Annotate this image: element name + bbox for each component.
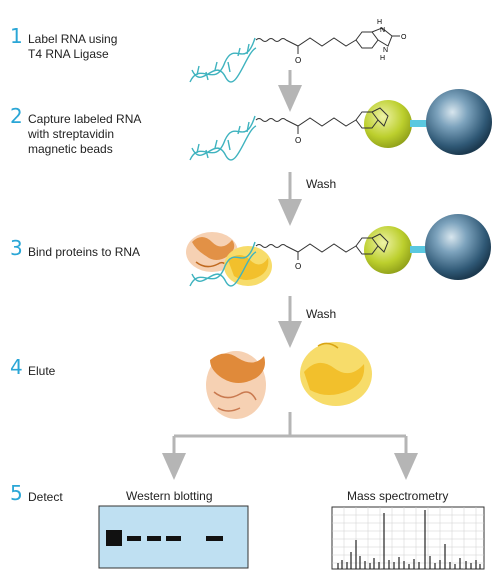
mass-spec-panel xyxy=(331,506,485,570)
step-4-line-1: Elute xyxy=(28,364,56,378)
linker-chain xyxy=(255,38,287,42)
rna-helix-icon xyxy=(189,37,257,83)
carbon-chain xyxy=(285,117,357,127)
blot-band xyxy=(147,536,161,541)
western-blot-panel xyxy=(98,505,249,569)
split-arrows xyxy=(162,412,418,480)
step-5-number: 5 xyxy=(10,481,23,505)
rna-helix-icon xyxy=(189,241,257,287)
step-1-number: 1 xyxy=(10,24,23,48)
carbonyl-oxygen: O xyxy=(295,136,301,145)
step-4-number: 4 xyxy=(10,355,23,379)
streptavidin-icon xyxy=(364,100,412,148)
step-1-construct: O H N N H O xyxy=(189,19,407,83)
step-3-line-1: Bind proteins to RNA xyxy=(28,245,141,259)
step-1-line-1: Label RNA using xyxy=(28,32,118,46)
linker-chain xyxy=(255,244,287,248)
western-blot-title: Western blotting xyxy=(126,489,213,503)
step-2-construct: O xyxy=(189,89,492,161)
blot-band xyxy=(127,536,141,541)
mass-spec-peaks xyxy=(337,510,481,569)
blot-band xyxy=(166,536,181,541)
nh-label-top: H xyxy=(377,19,382,26)
carbonyl-oxygen: O xyxy=(295,262,301,271)
wash-label-1: Wash xyxy=(306,177,337,191)
blot-band xyxy=(206,536,223,541)
step-2-number: 2 xyxy=(10,104,23,128)
magnetic-bead-icon xyxy=(425,214,491,280)
carbon-chain xyxy=(285,243,357,253)
step-1-line-2: T4 RNA Ligase xyxy=(28,47,109,61)
magnetic-bead-icon xyxy=(426,89,492,155)
eluted-protein-orange-icon xyxy=(206,351,266,419)
biotin-ring-icon xyxy=(355,27,400,49)
step-1-label: Label RNA using T4 RNA Ligase xyxy=(28,32,117,62)
biotin-ring-icon xyxy=(355,107,389,129)
linker-bar xyxy=(410,246,432,253)
step-2-label: Capture labeled RNA with streptavidin ma… xyxy=(28,112,141,157)
step-2-line-1: Capture labeled RNA xyxy=(28,112,142,126)
n-label-top: N xyxy=(380,27,385,34)
protein-yellow-icon xyxy=(224,246,272,286)
step-5-line-1: Detect xyxy=(28,490,63,504)
eluted-protein-yellow-icon xyxy=(300,342,372,406)
step-2-line-3: magnetic beads xyxy=(28,142,113,156)
blot-band xyxy=(106,530,122,546)
mass-spec-title: Mass spectrometry xyxy=(347,489,449,503)
ring-oxygen: O xyxy=(401,34,407,41)
linker-chain xyxy=(255,118,287,122)
n-label-bottom: N xyxy=(383,47,388,54)
step-3-label: Bind proteins to RNA xyxy=(28,245,140,260)
step-3-number: 3 xyxy=(10,236,23,260)
mass-spec-grid xyxy=(332,507,484,569)
step-4-label: Elute xyxy=(28,364,55,379)
linker-bar xyxy=(410,120,432,127)
step-2-line-2: with streptavidin xyxy=(28,127,115,141)
wash-label-2: Wash xyxy=(306,307,337,321)
streptavidin-icon xyxy=(364,226,412,274)
biotin-ring-icon xyxy=(355,233,389,255)
carbonyl-oxygen: O xyxy=(295,56,301,65)
rna-helix-icon xyxy=(189,115,257,161)
carbon-chain xyxy=(285,37,357,47)
nh-label-bottom: H xyxy=(380,55,385,62)
step-3-construct: O xyxy=(186,214,491,287)
step-5-label: Detect xyxy=(28,490,63,505)
